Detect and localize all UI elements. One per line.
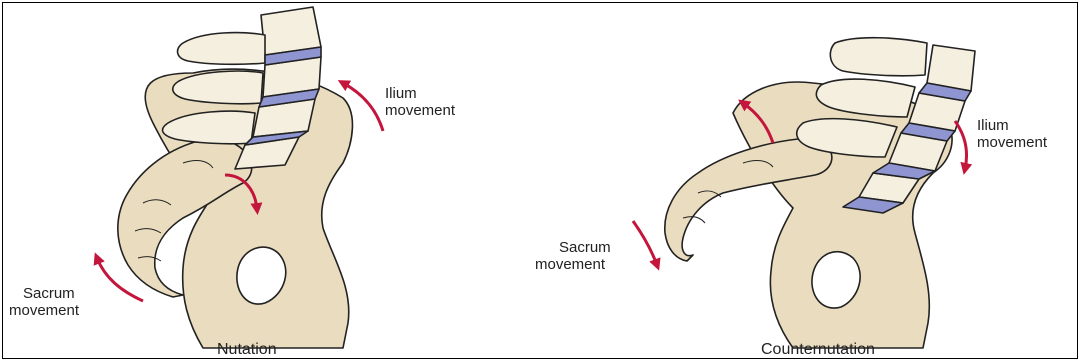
caption-nutation: Nutation: [217, 341, 277, 359]
pelvis-illustration: [3, 3, 1078, 359]
sacrum-label-left: Sacrum movement: [9, 285, 79, 319]
sacrum-label-right: Sacrum movement: [535, 239, 611, 273]
ilium-label-left: Ilium movement: [385, 85, 455, 119]
sacrum-arrow-right-lower: [633, 221, 657, 265]
ilium-label-right: Ilium movement: [977, 117, 1047, 151]
counternutation-diagram: [665, 38, 975, 348]
caption-counternutation: Counternutation: [761, 341, 875, 359]
figure-frame: Ilium movement Sacrum movement Nutation …: [2, 2, 1078, 359]
